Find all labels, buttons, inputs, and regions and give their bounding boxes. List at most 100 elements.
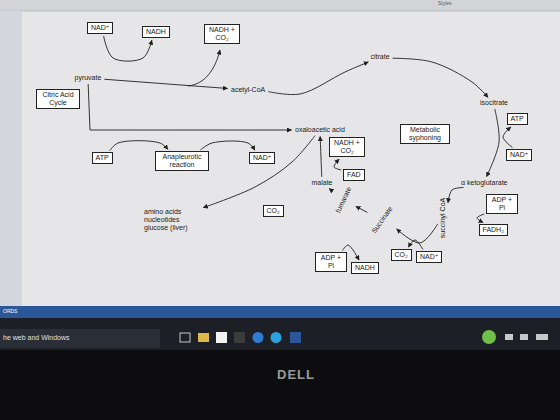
page-margin: [0, 11, 22, 306]
cofactor-box: ADP + Pi: [315, 252, 347, 272]
reaction-arrow: [104, 79, 227, 88]
metabolite-label: pyruvate: [74, 74, 103, 82]
cofactor-box: CO₂: [263, 205, 284, 217]
cofactor-box: NAD⁺: [416, 251, 442, 263]
node-text: malate: [312, 179, 333, 187]
tray-icon: [505, 334, 513, 340]
node-text: CO₂: [395, 251, 408, 259]
reaction-arrow: [329, 189, 332, 191]
taskview-icon: [180, 333, 190, 342]
tray-icon: [536, 334, 548, 340]
reaction-arrow: [503, 127, 512, 147]
reaction-arrow: [110, 141, 168, 151]
metabolite-label: isocitrate: [479, 99, 509, 107]
node-text: oxaloacetic acid: [295, 126, 345, 134]
node-text: Succinate: [370, 205, 394, 235]
ribbon-strip: [0, 0, 560, 11]
node-text: NAD⁺: [253, 154, 271, 162]
node-text: ATP: [511, 115, 524, 123]
metabolite-label: α ketoglutarate: [460, 179, 508, 187]
node-text: amino acids nucleotides glucose (liver): [144, 208, 200, 232]
node-text: citrate: [371, 53, 390, 61]
node-text: pyruvate: [75, 74, 102, 82]
reaction-box: Anapleurotic reaction: [155, 151, 209, 171]
node-text: NADH + CO₂: [333, 139, 361, 155]
ie-icon: [271, 332, 282, 343]
node-text: isocitrate: [480, 99, 508, 107]
node-text: NADH: [146, 28, 166, 36]
metabolite-label: succinyl CoA: [439, 197, 447, 239]
cofactor-box: NAD⁺: [87, 22, 113, 34]
edge-icon: [253, 332, 264, 343]
reaction-arrow: [477, 214, 484, 223]
cofactor-box: ATP: [92, 152, 113, 164]
cofactor-box: FAD: [343, 169, 365, 181]
metabolite-label: oxaloacetic acid: [294, 126, 346, 134]
status-bar: [0, 306, 560, 318]
node-text: NADH + CO₂: [208, 26, 236, 42]
reaction-arrow: [448, 187, 464, 202]
monitor-logo: DELL: [277, 368, 315, 382]
node-text: FAD: [347, 171, 361, 179]
reaction-arrow: [268, 62, 368, 95]
store-icon: [216, 332, 227, 343]
node-text: FADH₂: [483, 226, 504, 234]
cofactor-box: ATP: [507, 113, 528, 125]
node-text: NAD⁺: [510, 151, 528, 159]
cofactor-box: NADH: [142, 26, 170, 38]
node-text: Metabolic syphoning: [404, 126, 446, 142]
reaction-arrow: [356, 206, 367, 212]
tray-icon: [520, 334, 528, 340]
reaction-arrow: [104, 36, 152, 61]
cofactor-box: NAD⁺: [506, 149, 532, 161]
document-area: [0, 0, 560, 350]
metabolite-label: fumarate: [334, 185, 354, 215]
note-box: Metabolic syphoning: [400, 124, 450, 144]
metabolite-label: citrate: [370, 53, 391, 61]
toolbar-text: Styles: [438, 1, 452, 7]
reaction-arrow: [393, 58, 488, 97]
reaction-arrow: [334, 159, 341, 170]
reaction-arrow: [320, 137, 322, 177]
product-arrow: [188, 50, 220, 86]
store-icon: [234, 332, 245, 343]
taskbar: [0, 318, 560, 350]
node-text: NAD⁺: [420, 253, 438, 261]
cofactor-box: FADH₂: [479, 224, 508, 236]
node-text: ADP + Pi: [490, 196, 514, 212]
reaction-arrow: [487, 109, 500, 177]
node-text: NADH: [355, 264, 375, 272]
ribbon-edge: [0, 11, 560, 12]
reaction-arrow: [397, 224, 438, 243]
cofactor-box: ADP + Pi: [486, 194, 518, 214]
reaction-arrow: [203, 136, 315, 208]
reaction-arrow: [88, 84, 291, 130]
metabolite-label: malate: [311, 179, 334, 187]
cofactor-box: NAD⁺: [249, 152, 275, 164]
metabolite-label: Succinate: [369, 204, 394, 235]
node-text: Citric Acid Cycle: [40, 91, 76, 107]
cofactor-box: NADH: [351, 262, 379, 274]
cofactor-box: NADH + CO₂: [329, 137, 365, 157]
search-box: [0, 329, 160, 348]
title-box: Citric Acid Cycle: [36, 89, 80, 109]
product-list: amino acids nucleotides glucose (liver): [143, 208, 201, 232]
taskbar-search-text: he web and Windows: [3, 334, 70, 342]
cofactor-box: CO₂: [391, 249, 412, 261]
reaction-arrow: [200, 141, 254, 150]
node-text: NAD⁺: [91, 24, 109, 32]
cofactor-box: NADH + CO₂: [204, 24, 240, 44]
node-text: ATP: [96, 154, 109, 162]
node-text: acetyl-CoA: [231, 86, 265, 94]
tray-icon: [482, 330, 496, 344]
node-text: Anapleurotic reaction: [159, 153, 205, 169]
node-text: CO₂: [267, 207, 280, 215]
node-text: ADP + Pi: [319, 254, 343, 270]
node-text: fumarate: [334, 186, 353, 214]
node-text: α ketoglutarate: [461, 179, 507, 187]
word-icon: [290, 332, 301, 343]
metabolite-label: acetyl-CoA: [230, 86, 266, 94]
